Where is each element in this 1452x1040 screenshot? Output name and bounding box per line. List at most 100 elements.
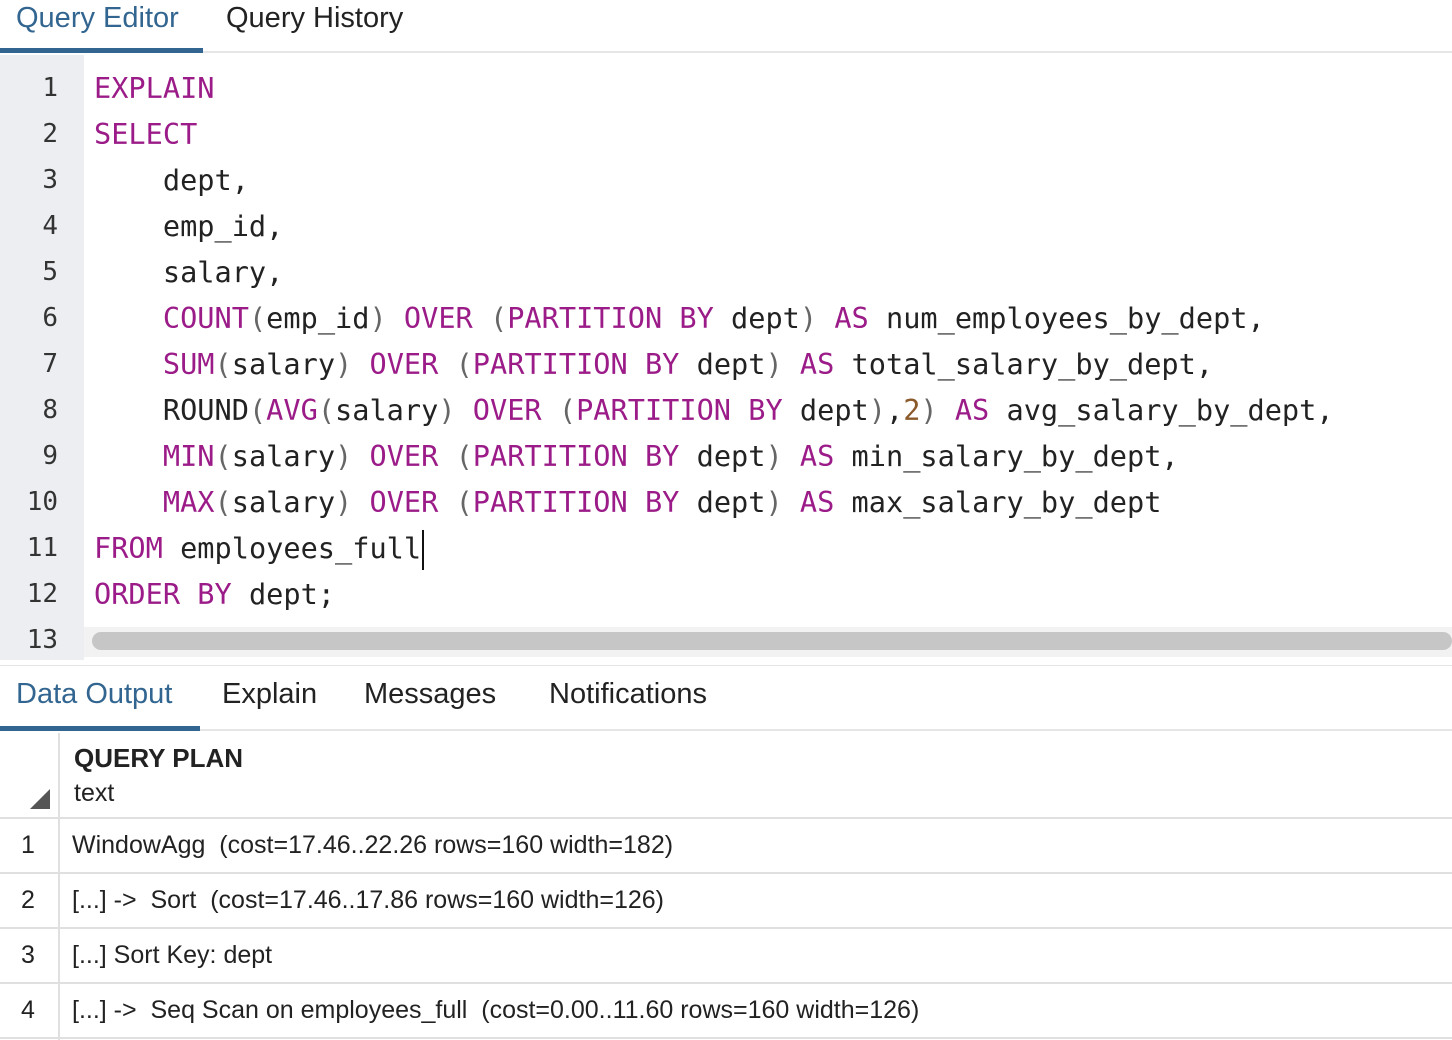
- code-token: dept;: [231, 577, 336, 611]
- code-token: [783, 347, 800, 381]
- sql-keyword: SUM: [162, 347, 215, 381]
- sql-keyword: AS: [799, 347, 835, 381]
- sql-keyword: PARTITION BY: [576, 393, 783, 427]
- tab-explain[interactable]: Explain: [222, 678, 318, 710]
- code-token: [783, 485, 800, 519]
- results-tab-bar: Data Output Explain Messages Notificatio…: [0, 665, 1452, 731]
- code-line[interactable]: COUNT(emp_id) OVER (PARTITION BY dept) A…: [94, 295, 1265, 341]
- tab-notifications[interactable]: Notifications: [549, 678, 707, 710]
- sql-keyword: EXPLAIN: [94, 71, 215, 105]
- sql-keyword: OVER: [472, 393, 542, 427]
- code-line[interactable]: EXPLAIN: [94, 65, 215, 111]
- sql-keyword: AS: [954, 393, 990, 427]
- tab-data-output[interactable]: Data Output: [16, 678, 173, 710]
- code-token: max_salary_by_dept: [834, 485, 1162, 519]
- code-token: [456, 393, 473, 427]
- code-token: ,: [885, 393, 904, 427]
- code-line[interactable]: salary,: [94, 249, 284, 295]
- code-line[interactable]: ROUND(AVG(salary) OVER (PARTITION BY dep…: [94, 387, 1334, 433]
- sql-number: 2: [903, 393, 921, 427]
- query-plan-cell[interactable]: [...] Sort Key: dept: [72, 941, 273, 969]
- query-plan-cell[interactable]: [...] -> Sort (cost=17.46..17.86 rows=16…: [72, 886, 665, 914]
- sql-keyword: MIN: [162, 439, 215, 473]
- line-number: 4: [42, 211, 58, 241]
- sql-keyword: ORDER BY: [94, 577, 232, 611]
- code-token: (: [472, 301, 508, 335]
- line-number: 3: [42, 165, 58, 195]
- code-token: salary,: [94, 255, 284, 289]
- horizontal-scrollbar[interactable]: [84, 627, 1452, 657]
- code-token: (: [248, 393, 267, 427]
- row-number[interactable]: 3: [21, 941, 35, 969]
- code-token: [352, 347, 369, 381]
- code-token: (: [541, 393, 577, 427]
- results-grid: QUERY PLAN text 1 WindowAgg (cost=17.46.…: [0, 733, 1452, 1040]
- code-token: avg_salary_by_dept,: [989, 393, 1334, 427]
- code-token: [938, 393, 955, 427]
- code-token: ): [920, 393, 938, 427]
- row-number[interactable]: 2: [21, 886, 35, 914]
- code-token: (: [438, 439, 473, 473]
- line-number: 1: [42, 73, 58, 103]
- code-token: [94, 347, 163, 381]
- code-token: ROUND: [94, 393, 249, 427]
- code-line[interactable]: SUM(salary) OVER (PARTITION BY dept) AS …: [94, 341, 1213, 387]
- table-row[interactable]: 2 [...] -> Sort (cost=17.46..17.86 rows=…: [0, 874, 1452, 929]
- code-line[interactable]: dept,: [94, 157, 249, 203]
- code-line[interactable]: ORDER BY dept;: [94, 571, 335, 617]
- tab-messages[interactable]: Messages: [364, 678, 497, 710]
- code-token: (: [248, 301, 267, 335]
- sql-keyword: AS: [834, 301, 869, 335]
- code-token: [352, 439, 369, 473]
- query-plan-cell[interactable]: WindowAgg (cost=17.46..22.26 rows=160 wi…: [72, 831, 674, 859]
- table-row[interactable]: 3 [...] Sort Key: dept: [0, 929, 1452, 984]
- code-token: num_employees_by_dept,: [868, 301, 1265, 335]
- sql-keyword: OVER: [369, 439, 439, 473]
- code-token: ): [765, 347, 783, 381]
- table-row[interactable]: 1 WindowAgg (cost=17.46..22.26 rows=160 …: [0, 819, 1452, 874]
- code-token: ): [335, 347, 353, 381]
- sql-keyword: OVER: [403, 301, 473, 335]
- code-token: ): [765, 485, 783, 519]
- code-line[interactable]: FROM employees_full: [94, 525, 425, 571]
- code-line[interactable]: MIN(salary) OVER (PARTITION BY dept) AS …: [94, 433, 1179, 479]
- table-row[interactable]: 4 [...] -> Seq Scan on employees_full (c…: [0, 984, 1452, 1039]
- line-number: 8: [42, 395, 58, 425]
- code-token: ): [335, 439, 353, 473]
- tab-query-editor[interactable]: Query Editor: [16, 2, 179, 34]
- code-token: salary: [231, 439, 336, 473]
- column-header-title[interactable]: QUERY PLAN: [74, 743, 244, 773]
- row-number[interactable]: 1: [21, 831, 35, 859]
- code-token: total_salary_by_dept,: [834, 347, 1214, 381]
- code-token: ): [438, 393, 456, 427]
- code-token: ): [765, 439, 783, 473]
- code-line[interactable]: MAX(salary) OVER (PARTITION BY dept) AS …: [94, 479, 1162, 525]
- code-token: emp_id,: [94, 209, 284, 243]
- code-token: (: [317, 393, 336, 427]
- line-number: 13: [26, 625, 58, 655]
- code-token: dept: [782, 393, 869, 427]
- code-token: [94, 439, 163, 473]
- code-line[interactable]: emp_id,: [94, 203, 284, 249]
- code-token: min_salary_by_dept,: [834, 439, 1179, 473]
- tab-query-history[interactable]: Query History: [226, 2, 404, 34]
- sql-keyword: OVER: [369, 485, 439, 519]
- grid-header-row: QUERY PLAN text: [0, 733, 1452, 819]
- code-line[interactable]: SELECT: [94, 111, 197, 157]
- sql-keyword: FROM: [94, 531, 163, 565]
- row-number[interactable]: 4: [21, 996, 35, 1024]
- code-token: [352, 485, 369, 519]
- code-token: dept: [679, 347, 766, 381]
- query-plan-cell[interactable]: [...] -> Seq Scan on employees_full (cos…: [72, 996, 920, 1024]
- code-token: salary: [335, 393, 439, 427]
- scrollbar-thumb[interactable]: [92, 632, 1452, 650]
- sql-keyword: AVG: [266, 393, 318, 427]
- active-results-tab-indicator: [0, 726, 200, 731]
- sql-keyword: PARTITION BY: [472, 439, 680, 473]
- column-header-type: text: [74, 779, 115, 807]
- select-all-corner-icon[interactable]: [30, 789, 50, 809]
- editor-tab-bar: Query Editor Query History: [0, 0, 1452, 53]
- sql-keyword: MAX: [162, 485, 215, 519]
